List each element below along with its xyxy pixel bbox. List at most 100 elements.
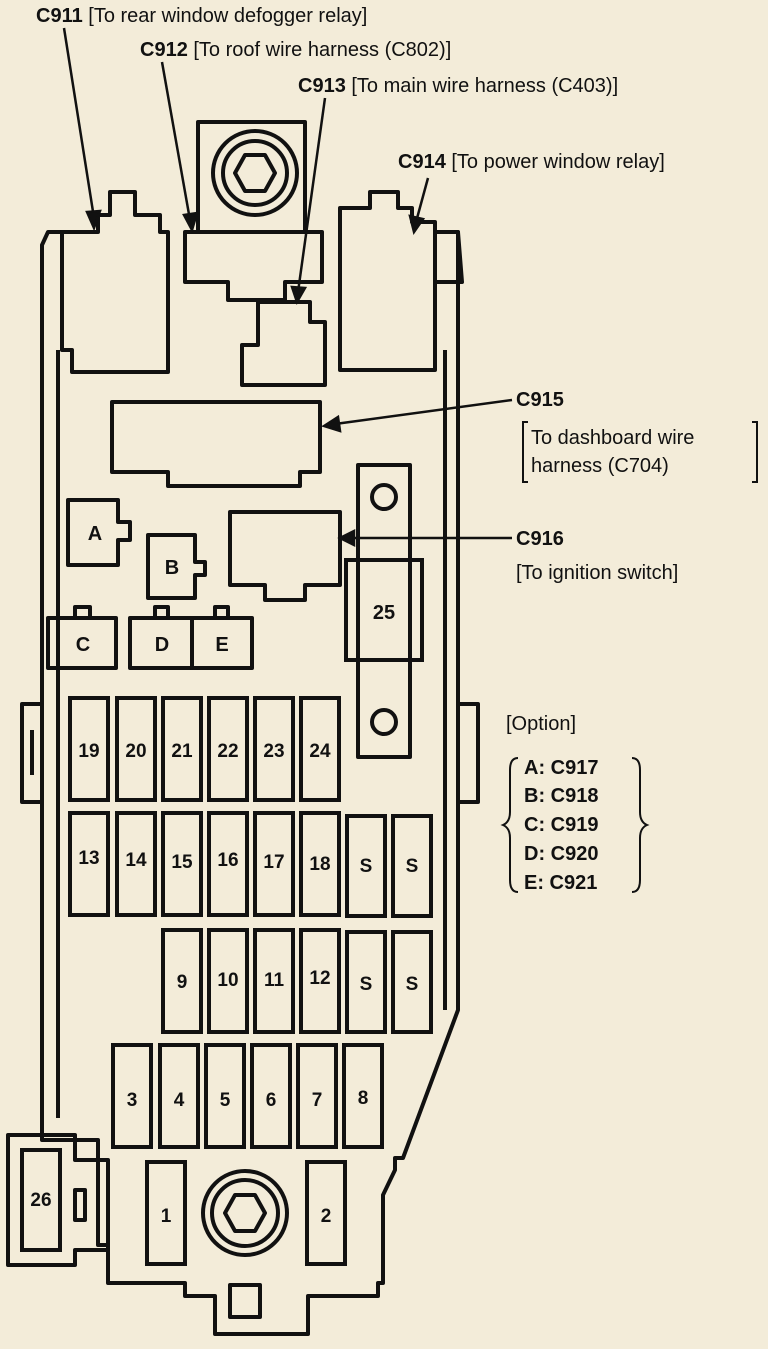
fuse-label: 11	[264, 970, 285, 991]
fuse-16	[207, 811, 249, 917]
connector-e-shape	[190, 616, 254, 670]
fuse-label: S	[360, 974, 373, 995]
arrow-c913	[290, 285, 308, 306]
leader-lines	[62, 27, 513, 548]
callout-c913: C913 [To main wire harness (C403)]	[298, 74, 618, 98]
brackets	[500, 421, 758, 893]
option-item: A: C917	[524, 757, 599, 779]
fuse-17	[253, 811, 295, 917]
c915-bracket-right	[752, 421, 758, 483]
fuse-4	[158, 1043, 200, 1149]
callout-c916-id: C916	[516, 528, 564, 550]
fuse-label: 8	[358, 1088, 369, 1109]
fuse-label: 18	[309, 854, 330, 875]
callout-c912: C912 [To roof wire harness (C802)]	[140, 38, 451, 62]
fuse-s-a	[345, 814, 387, 918]
fuse-rows	[20, 558, 433, 1266]
arrow-c916	[337, 528, 356, 548]
fuse-label: 3	[127, 1090, 138, 1111]
arrow-c912	[182, 211, 199, 234]
arrow-c914	[408, 214, 426, 235]
option-item: B: C918	[524, 785, 599, 807]
connector-a-label: A	[88, 523, 102, 545]
fuse-20	[115, 696, 157, 802]
fuse-label: 17	[263, 852, 284, 873]
fuse-label: 6	[266, 1090, 277, 1111]
callout-c915-desc-line1: To dashboard wire	[531, 427, 695, 449]
fuse-label: 16	[217, 850, 238, 871]
callout-c911-desc: [To rear window defogger relay]	[88, 5, 368, 27]
arrow-c911	[85, 209, 102, 232]
fuse-11	[253, 928, 295, 1034]
fuse-label: 22	[217, 741, 238, 762]
fuse-label: 14	[125, 850, 147, 871]
fuse-14	[115, 811, 157, 917]
fuse-6	[250, 1043, 292, 1149]
fuse-s-c	[345, 930, 387, 1034]
fuse-19	[68, 696, 110, 802]
bottom-tab	[228, 1283, 262, 1319]
connector-b-shape	[146, 533, 207, 600]
callout-c914: C914 [To power window relay]	[398, 150, 665, 174]
fuse-25	[344, 558, 424, 662]
fuse-26-label: 26	[30, 1190, 51, 1211]
fuse-22	[207, 696, 249, 802]
fuse-2-label: 2	[321, 1206, 332, 1227]
option-item: C: C919	[524, 814, 599, 836]
callout-c914-id: C914	[398, 151, 446, 173]
fuse-label: 13	[78, 848, 99, 869]
option-brace-left	[500, 757, 519, 893]
fuse-box-outline	[40, 230, 460, 1336]
fuse-25-strap	[356, 463, 412, 759]
c914-housing	[338, 190, 437, 372]
fuse-26-bracket	[6, 1133, 110, 1267]
connector-c-shape	[46, 616, 118, 670]
fuse-10	[207, 928, 249, 1034]
connector-d-label: D	[155, 634, 169, 656]
arrow-c915	[321, 414, 342, 433]
fuse-label: S	[360, 856, 373, 877]
callout-c913-id: C913	[298, 75, 346, 97]
c911-housing	[60, 190, 170, 374]
top-bolt-ring	[211, 129, 299, 217]
callout-c916-desc: [To ignition switch]	[516, 562, 679, 584]
fuse-24	[299, 696, 341, 802]
option-item: E: C921	[524, 872, 598, 894]
callout-c911-id: C911	[36, 5, 83, 27]
fuse-3	[111, 1043, 153, 1149]
fuse-21	[161, 696, 203, 802]
callout-c912-id: C912	[140, 39, 188, 61]
c916-connector	[228, 510, 342, 602]
callout-c915-id: C915	[516, 389, 564, 411]
fuse-2	[305, 1160, 347, 1266]
fuse-s-d	[391, 930, 433, 1034]
connector-c-label: C	[76, 634, 90, 656]
fuse-23	[253, 696, 295, 802]
callout-c912-desc: [To roof wire harness (C802)]	[193, 39, 452, 61]
fuse-25-label: 25	[373, 602, 395, 624]
callout-c911: C911 [To rear window defogger relay]	[36, 4, 367, 28]
fuse-1-label: 1	[161, 1206, 172, 1227]
fuse-label: 7	[312, 1090, 323, 1111]
fuse-label: 4	[174, 1090, 185, 1111]
fuse-15	[161, 811, 203, 917]
fuse-label: 20	[125, 741, 146, 762]
fuse-26	[20, 1148, 62, 1252]
fuse-8	[342, 1043, 384, 1149]
connector-b-label: B	[165, 557, 179, 579]
c915-bracket-left	[522, 421, 528, 483]
fuse-13	[68, 811, 110, 917]
fuse-label: 9	[177, 972, 188, 993]
strap-bolt-bottom	[370, 708, 398, 736]
c913-connector	[240, 300, 327, 387]
top-bolt-hex	[233, 153, 277, 193]
left-side-clip	[20, 702, 42, 804]
fuse-label: 12	[309, 968, 330, 989]
option-title: [Option]	[506, 713, 577, 735]
bottom-bolt-hex	[223, 1193, 267, 1233]
option-item: D: C920	[524, 843, 599, 865]
fuse-label: S	[406, 974, 419, 995]
fuse-label: 24	[309, 741, 331, 762]
